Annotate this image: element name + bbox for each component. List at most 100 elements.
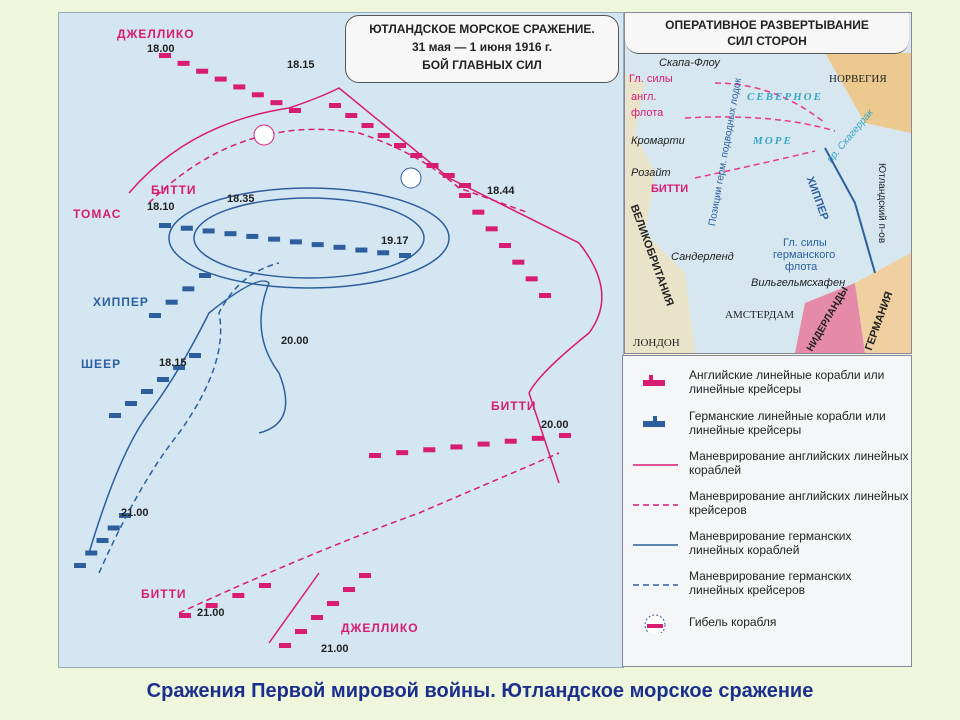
place-amsterdam: АМСТЕРДАМ	[725, 309, 795, 321]
british-ship-icon	[426, 163, 439, 168]
german-ship-icon	[180, 225, 193, 231]
legend-item: Гибель корабля	[633, 609, 908, 645]
british-ship-icon	[196, 68, 209, 74]
legend: Английские линейные корабли или линейные…	[622, 355, 912, 667]
time-label: 19.17	[381, 235, 409, 247]
label-beatty: БИТТИ	[151, 183, 197, 197]
german-ship-icon	[141, 389, 153, 394]
german-ship-icon	[268, 236, 281, 242]
british-ship-icon	[377, 133, 390, 138]
label-main-forces: флота	[631, 107, 664, 119]
british-cruiser-route	[148, 128, 530, 214]
german-ship-icon	[119, 513, 131, 518]
inset-map: ОПЕРАТИВНОЕ РАЗВЕРТЫВАНИЕ СИЛ СТОРОН Ска…	[624, 12, 912, 354]
time-label: 21.00	[197, 607, 225, 619]
german-ship-icon	[199, 273, 211, 278]
german-battleship-route	[88, 280, 287, 554]
sunk-ship-icon	[400, 167, 422, 189]
british-ship-icon	[512, 259, 525, 265]
german-ship-icon	[399, 253, 411, 258]
british-ship-icon	[361, 123, 374, 128]
british-ship-icon	[327, 601, 339, 606]
time-label: 18.10	[147, 201, 175, 213]
time-label: 21.00	[321, 643, 349, 655]
germany-land	[855, 253, 911, 353]
british-ship-icon	[485, 226, 498, 232]
british-battleship-route-line	[633, 464, 678, 466]
place-wilhelmshaven: Вильгельмсхафен	[751, 277, 846, 289]
german-ship-icon	[125, 401, 137, 406]
label-beatty: БИТТИ	[651, 183, 689, 195]
british-ship-icon	[531, 435, 544, 441]
british-ship-icon	[410, 153, 423, 158]
british-ship-icon	[179, 613, 191, 618]
time-label: 18.15	[159, 357, 187, 369]
german-ship-icon	[109, 413, 121, 418]
label-jellicoe: ДЖЕЛЛИКО	[341, 621, 419, 635]
label-beatty: БИТТИ	[491, 399, 537, 413]
british-ship-icon	[472, 209, 485, 215]
german-ship-icon	[289, 239, 302, 245]
german-ship-icon	[355, 247, 368, 253]
legend-text: Маневрирование английских линейных кораб…	[689, 449, 909, 477]
label-north: СЕВЕРНОЕ	[747, 91, 823, 103]
british-ship-icon	[345, 113, 358, 118]
place-london: ЛОНДОН	[633, 337, 680, 349]
label-main-forces: Гл. силы	[629, 73, 673, 85]
german-ship-icon	[107, 525, 120, 531]
title-date: 31 мая — 1 июня 1916 г.	[411, 40, 553, 54]
legend-text: Маневрирование английских линейных крейс…	[689, 489, 909, 517]
map-title: ЮТЛАНДСКОЕ МОРСКОЕ СРАЖЕНИЕ. 31 мая — 1 …	[345, 15, 619, 83]
time-label: 18.00	[147, 43, 175, 55]
british-ship-icon	[295, 629, 307, 634]
label-jellicoe: ДЖЕЛЛИКО	[117, 27, 195, 41]
slide-caption: Сражения Первой мировой войны. Ютландско…	[146, 680, 814, 702]
british-ship-icon	[251, 92, 264, 98]
inset-geography	[625, 53, 911, 353]
sunk-ship-icon	[253, 124, 275, 146]
legend-item: Маневрирование германских линейных кораб…	[633, 529, 908, 565]
british-ship-icon	[159, 53, 171, 58]
german-ship-icon	[157, 377, 169, 382]
british-ship-icon	[177, 60, 190, 66]
place-scapa-flow: Скапа-Флоу	[659, 57, 720, 69]
label-scheer: ШЕЕР	[81, 357, 122, 371]
legend-item: Маневрирование германских линейных крейс…	[633, 569, 908, 605]
british-ship-icon	[504, 438, 517, 444]
british-ship-icon	[311, 615, 323, 620]
label-beatty: БИТТИ	[141, 587, 187, 601]
time-label: 20.00	[541, 419, 569, 431]
german-cruiser-route	[98, 262, 280, 574]
sunk-ship-icon	[644, 614, 666, 633]
inset-title-line: СИЛ СТОРОН	[727, 34, 807, 48]
german-ship-icon	[189, 353, 201, 358]
label-main-forces: англ.	[631, 91, 657, 103]
german-ship-icon	[165, 299, 178, 305]
german-ship-icon	[333, 244, 346, 250]
british-ship-icon	[232, 593, 245, 598]
label-norway: НОРВЕГИЯ	[829, 73, 887, 85]
title-subtitle: БОЙ ГЛАВНЫХ СИЛ	[422, 58, 542, 72]
british-ship-icon	[459, 193, 471, 198]
british-ship-icon	[459, 183, 471, 188]
place-cromarty: Кромарти	[631, 135, 685, 147]
place-rosyth: Розайт	[631, 167, 671, 179]
german-ship-icon	[246, 233, 259, 239]
battle-map: ЮТЛАНДСКОЕ МОРСКОЕ СРАЖЕНИЕ. 31 мая — 1 …	[58, 12, 624, 668]
british-ship-icon	[289, 108, 301, 113]
legend-text: Маневрирование германских линейных крейс…	[689, 569, 852, 597]
british-ship-icon	[205, 603, 218, 608]
label-jutland: Ютландский п-ов	[876, 163, 887, 244]
title-line: ЮТЛАНДСКОЕ МОРСКОЕ СРАЖЕНИЕ.	[369, 22, 595, 36]
legend-text: Гибель корабля	[689, 615, 777, 629]
german-ship-icon	[85, 550, 98, 556]
legend-text: Английские линейные корабли или линейные…	[689, 368, 885, 396]
british-ship-icon	[559, 433, 571, 438]
inset-title-line: ОПЕРАТИВНОЕ РАЗВЕРТЫВАНИЕ	[665, 18, 869, 32]
british-ship-icon	[450, 444, 463, 450]
british-ship-icon	[270, 100, 283, 106]
british-ship-icon	[442, 173, 455, 178]
german-ship-icon	[182, 286, 195, 292]
german-ship-icon	[202, 228, 215, 234]
label-sea: МОРЕ	[753, 135, 793, 147]
